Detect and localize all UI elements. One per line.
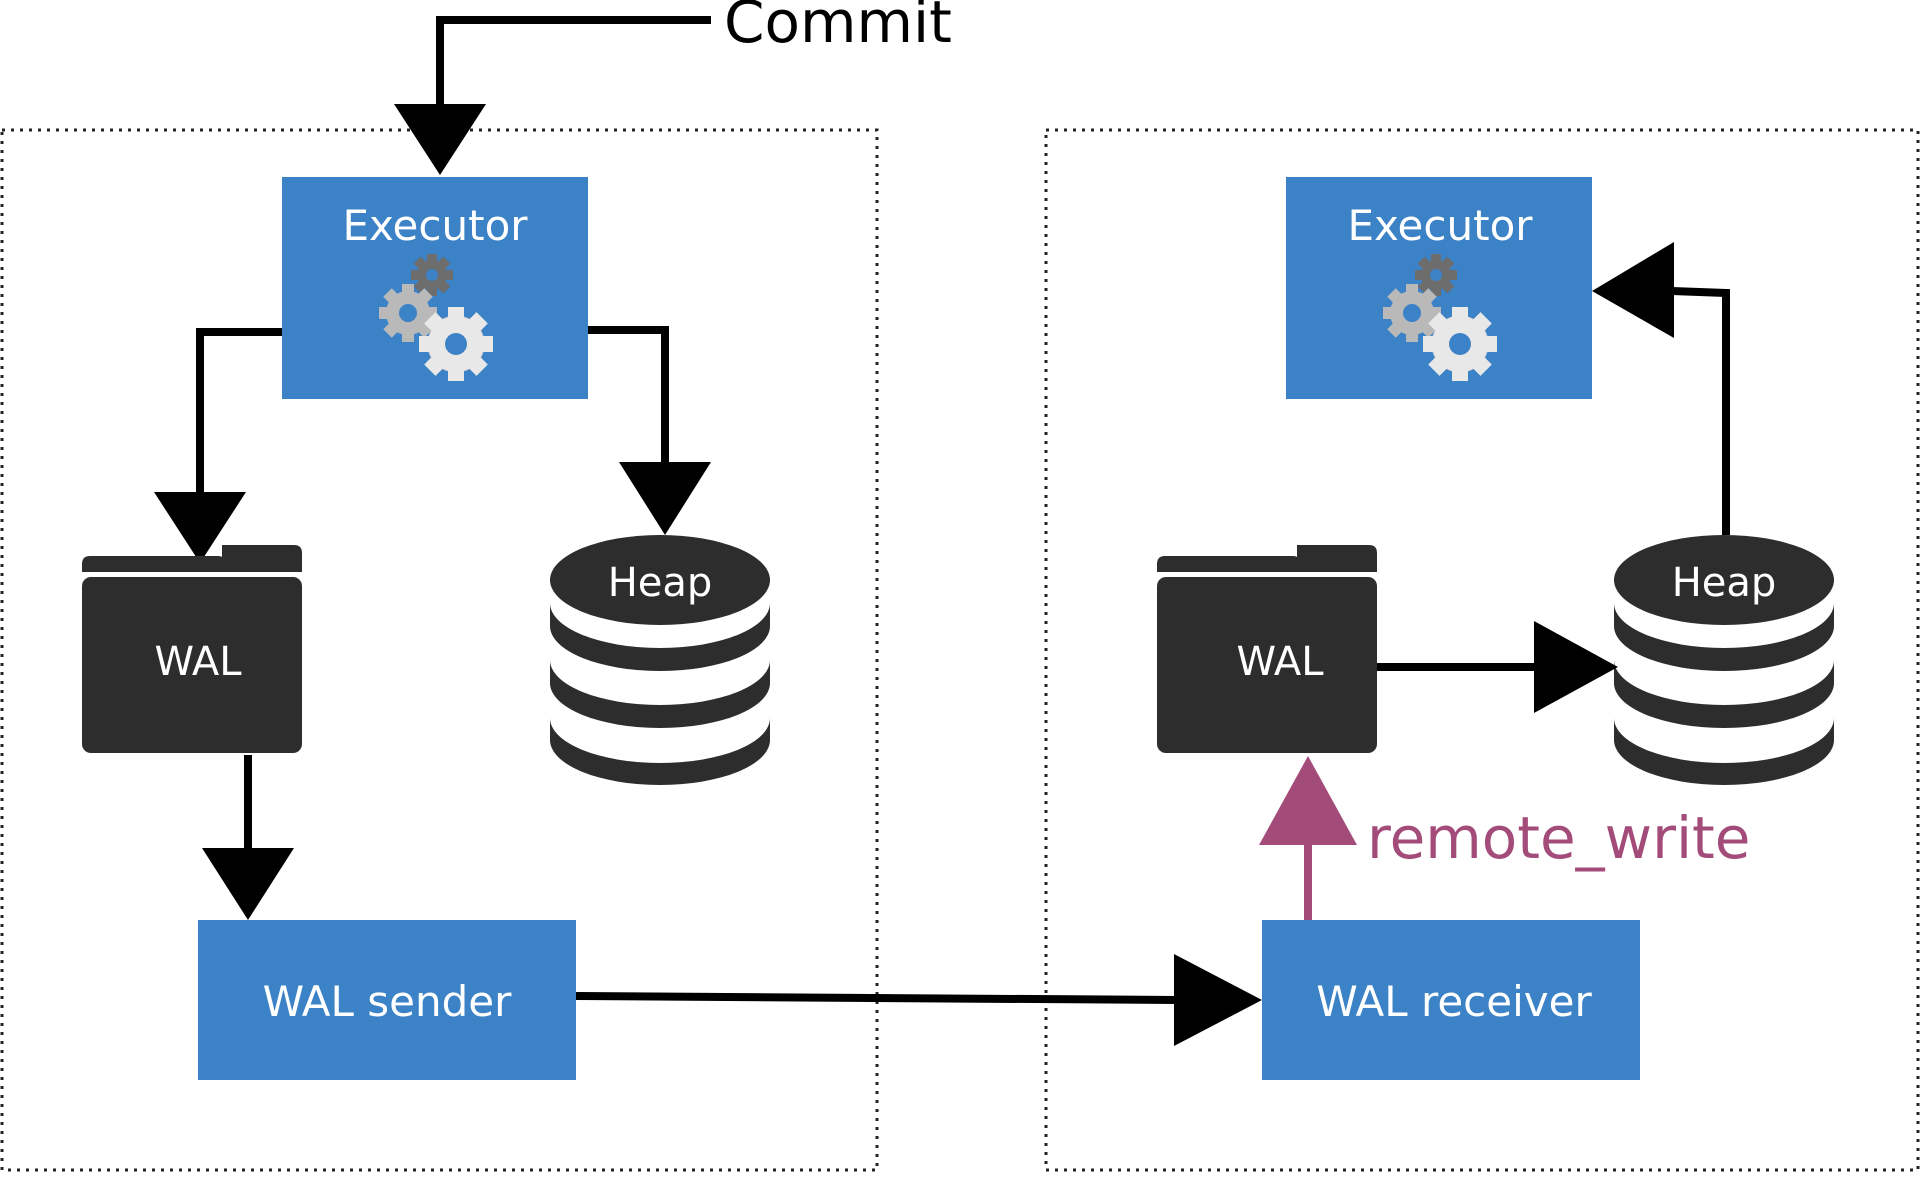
remote-write-label: remote_write bbox=[1367, 804, 1751, 872]
wal-sender-box: WAL sender bbox=[198, 920, 576, 1080]
primary-wal-label: WAL bbox=[154, 639, 242, 685]
standby-wal-label: WAL bbox=[1236, 639, 1324, 685]
wal-sender-label: WAL sender bbox=[263, 977, 513, 1026]
wal-receiver-label: WAL receiver bbox=[1316, 977, 1592, 1026]
primary-executor-label: Executor bbox=[342, 201, 528, 250]
primary-server-boundary bbox=[0, 128, 879, 1172]
commit-label: Commit bbox=[724, 0, 952, 56]
wal-receiver-box: WAL receiver bbox=[1262, 920, 1640, 1080]
standby-heap-database: Heap bbox=[1614, 535, 1834, 785]
executor-to-wal-arrow bbox=[154, 328, 282, 563]
heap-to-executor-arrow bbox=[1592, 242, 1730, 535]
folder-icon bbox=[82, 545, 302, 753]
sender-to-receiver-arrow bbox=[575, 954, 1262, 1046]
primary-heap-label: Heap bbox=[608, 560, 713, 606]
standby-executor-box: Executor bbox=[1286, 177, 1592, 399]
standby-executor-label: Executor bbox=[1347, 201, 1533, 250]
folder-icon bbox=[1157, 545, 1377, 753]
remote-write-arrow bbox=[1259, 756, 1357, 920]
database-icon bbox=[550, 535, 770, 785]
wal-to-heap-arrow bbox=[1377, 621, 1618, 713]
primary-wal-folder: WAL bbox=[82, 545, 302, 753]
primary-executor-box: Executor bbox=[282, 177, 588, 399]
wal-to-sender-arrow bbox=[202, 755, 294, 920]
primary-heap-database: Heap bbox=[550, 535, 770, 785]
commit-arrow bbox=[394, 16, 711, 175]
standby-wal-folder: WAL bbox=[1157, 545, 1377, 753]
standby-heap-label: Heap bbox=[1672, 560, 1777, 606]
executor-to-heap-arrow bbox=[588, 326, 711, 535]
database-icon bbox=[1614, 535, 1834, 785]
standby-server-boundary bbox=[1044, 128, 1920, 1172]
